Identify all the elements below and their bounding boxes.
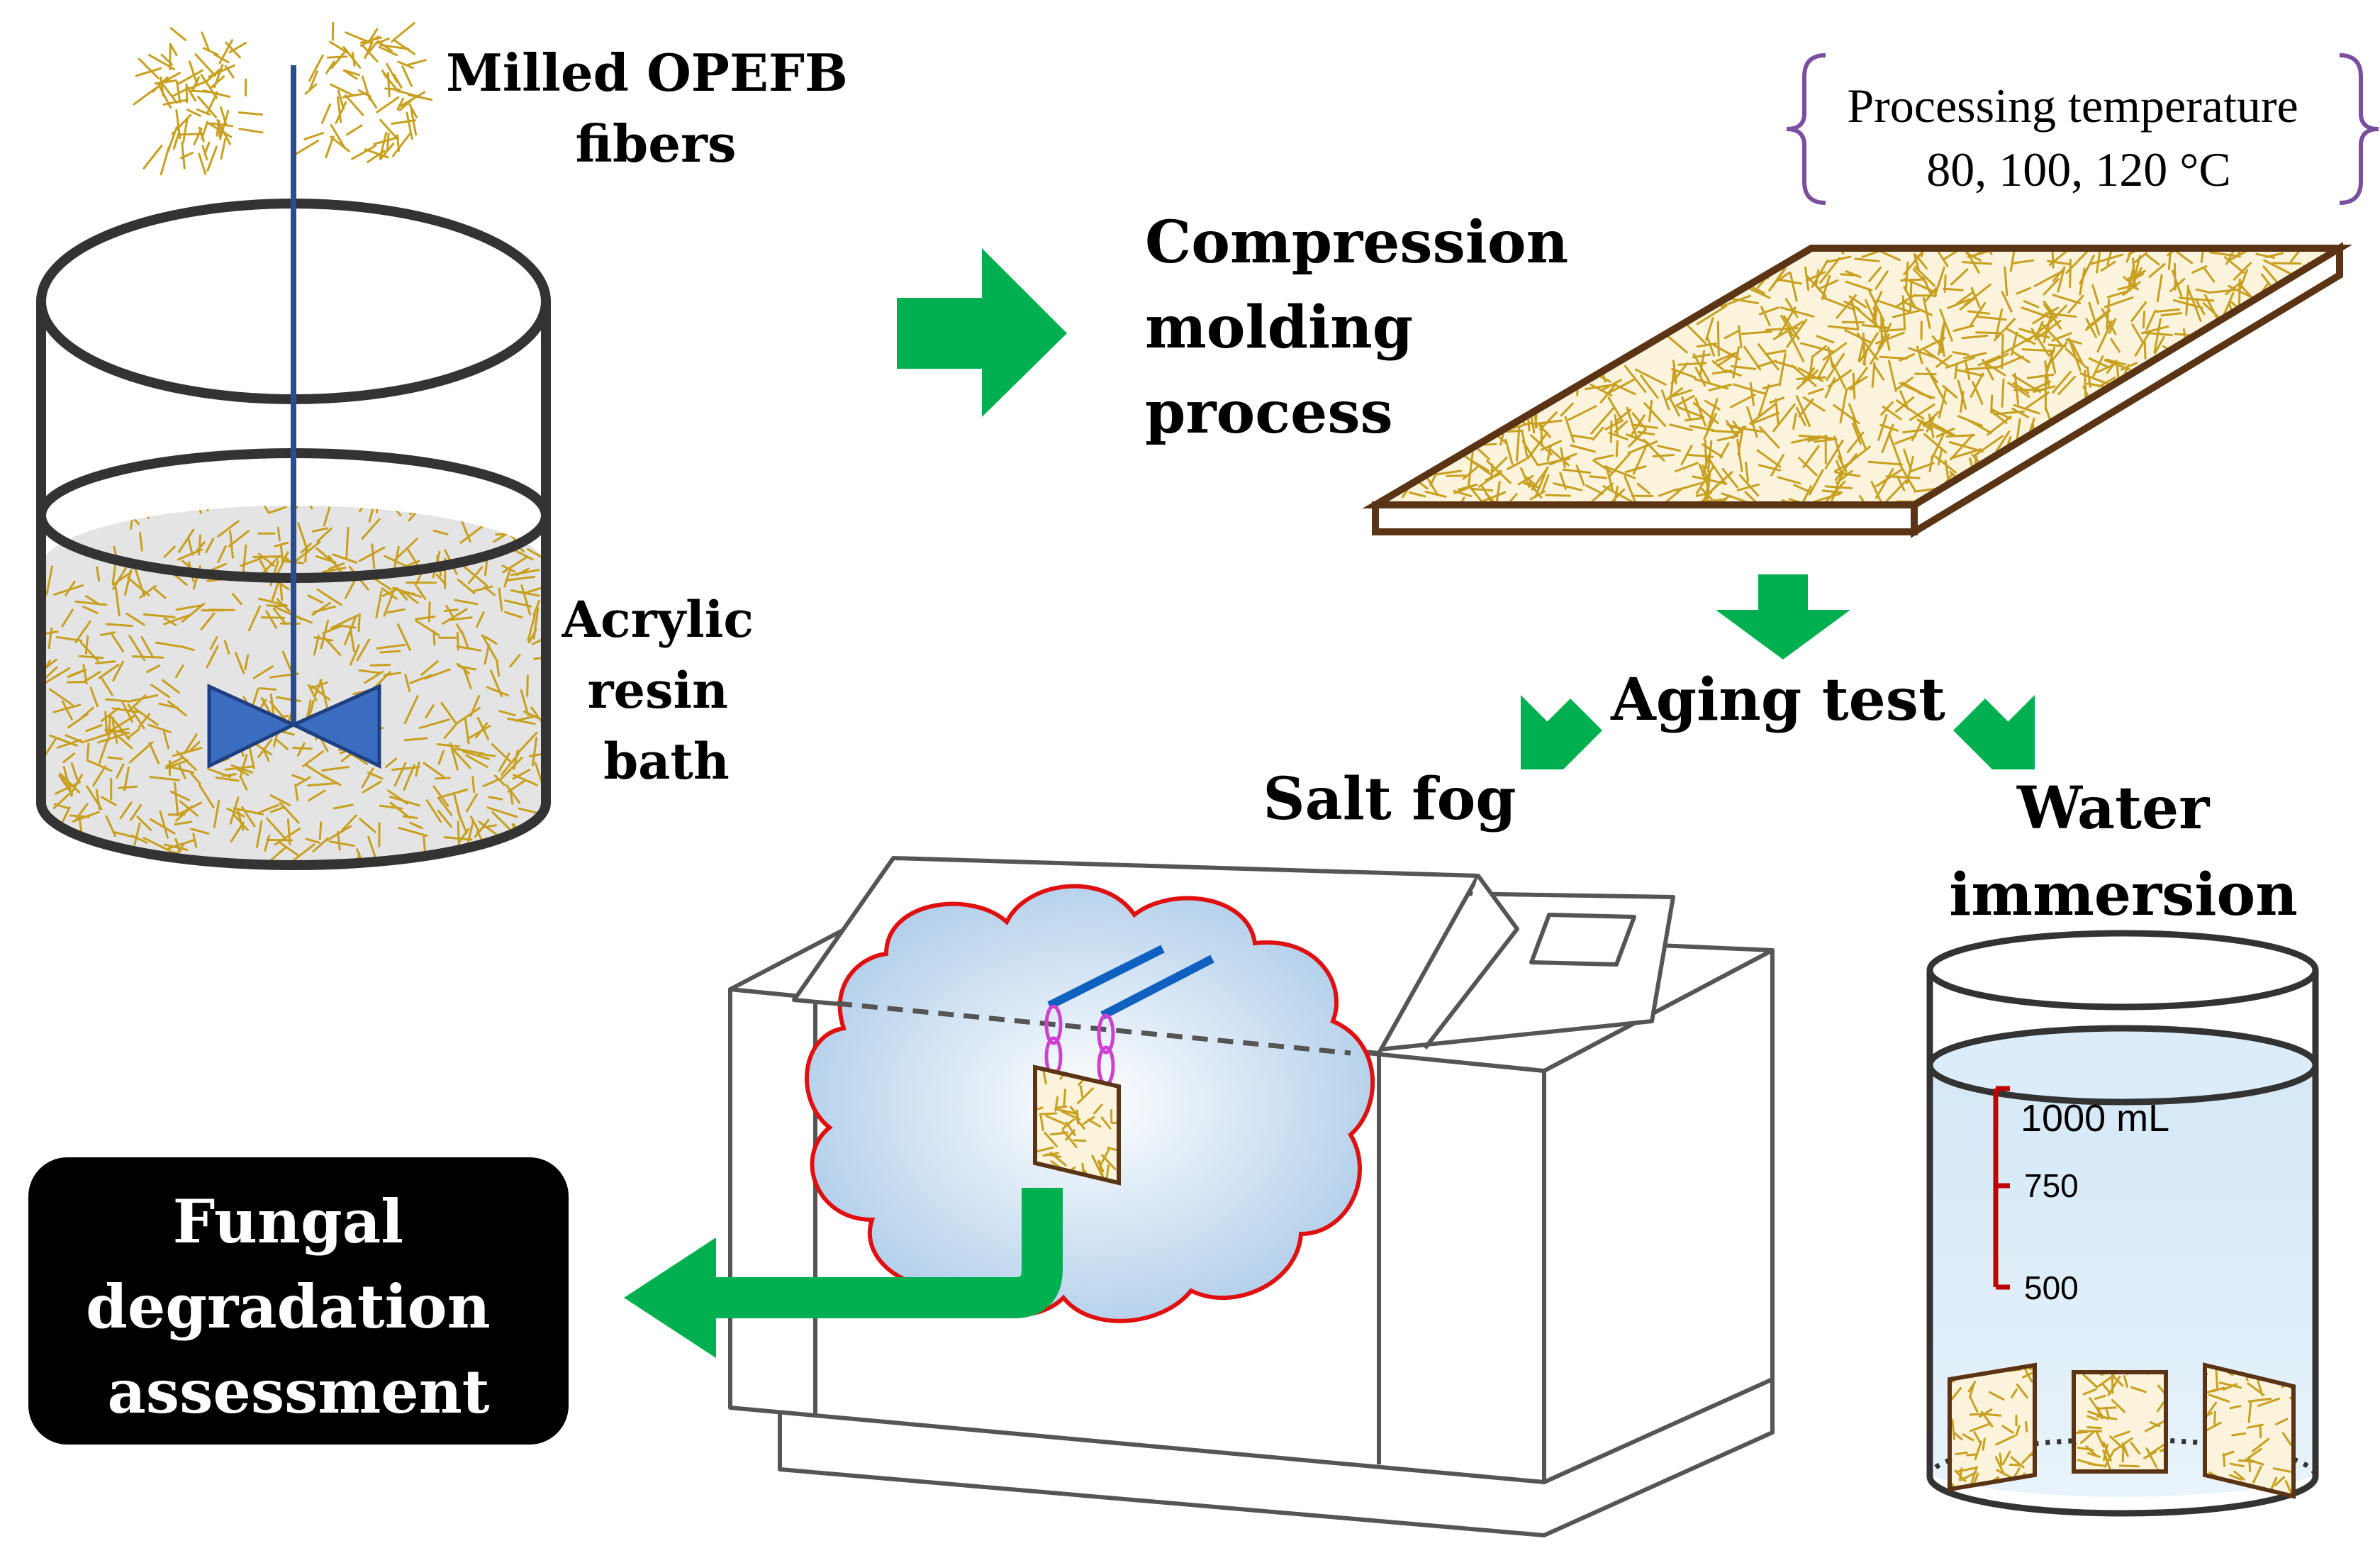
right-down-arrow xyxy=(1953,695,2035,769)
submerged-specimen-3 xyxy=(2203,1362,2296,1499)
left-down-arrow xyxy=(1521,695,1602,769)
compression-molding-label: Compression molding process xyxy=(1145,208,1589,447)
down-arrow xyxy=(1716,574,1850,660)
fibers-label: Milled OPEFB fibers xyxy=(446,43,866,174)
volume-scale xyxy=(1993,1086,2010,1290)
submerged-specimen-1 xyxy=(1948,1362,2037,1492)
submerged-specimen-2 xyxy=(2072,1370,2168,1474)
scale-750-label: 750 xyxy=(2024,1167,2079,1204)
fungal-assessment-box xyxy=(28,1157,569,1445)
hanging-rod xyxy=(1047,945,1165,1010)
temperature-label: Processing temperature 80, 100, 120 °C xyxy=(1847,79,2310,196)
stirrer-impeller xyxy=(207,684,298,769)
temperature-brace xyxy=(1786,53,2379,205)
process-arrow xyxy=(897,248,1067,417)
resin-bath-label: Acrylic resin bath xyxy=(562,590,771,791)
resin-bath-beaker xyxy=(36,65,551,870)
salt-fog-label: Salt fog xyxy=(1263,765,1516,833)
scale-500-label: 500 xyxy=(2024,1269,2079,1306)
fungal-arrow xyxy=(713,1188,1063,1318)
water-immersion-label: Water immersion xyxy=(1949,774,2298,929)
scale-1000-label: 1000 mL xyxy=(2021,1097,2169,1140)
loose-fibers xyxy=(133,21,433,176)
aging-test-label: Aging test xyxy=(1610,666,1945,734)
fungal-assessment-label: Fungal degradation assessment xyxy=(86,1186,511,1427)
